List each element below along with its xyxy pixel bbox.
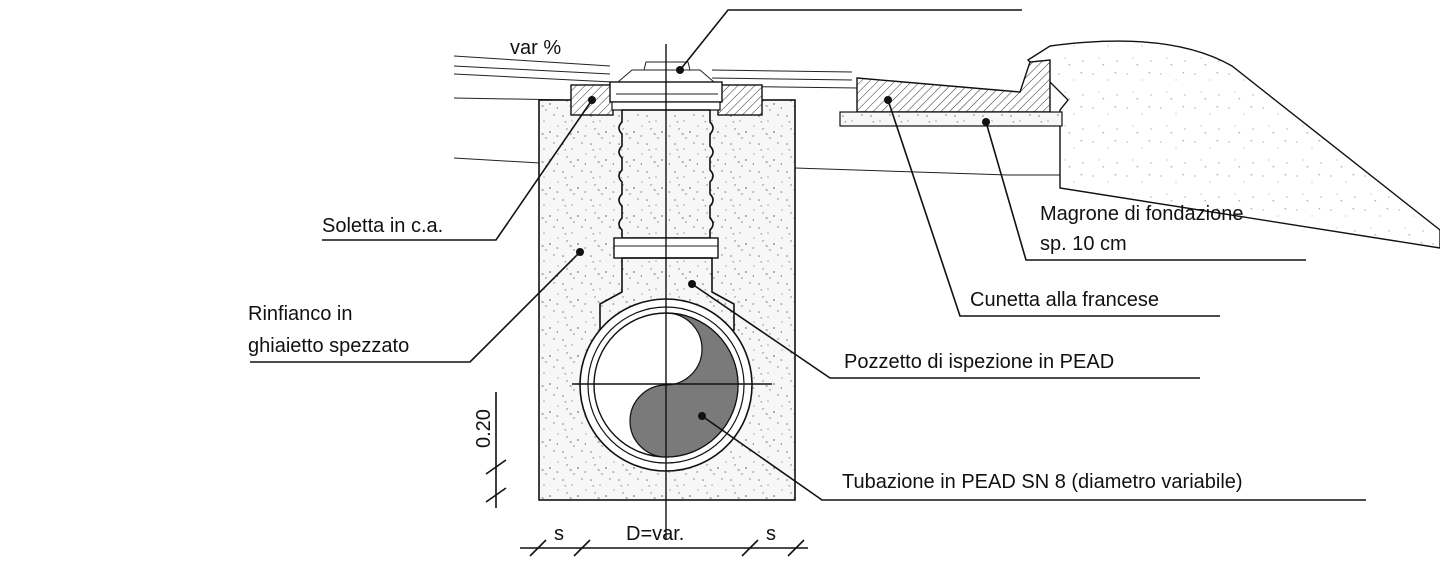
dimension-lines <box>485 392 808 557</box>
cunetta-hatched <box>856 59 1051 113</box>
side-right-dimension-label: s <box>766 523 776 545</box>
pozzetto-label: Pozzetto di ispezione in PEAD <box>844 351 1114 373</box>
soletta-label: Soletta in c.a. <box>322 215 443 237</box>
magrone-label-line1: Magrone di fondazione <box>1040 203 1243 225</box>
leader-lines <box>250 9 1366 501</box>
rinfianco-label-line1: Rinfianco in <box>248 303 353 325</box>
inspection-chamber <box>599 257 735 331</box>
road-pavement <box>453 55 1065 176</box>
cunetta-label: Cunetta alla francese <box>970 289 1159 311</box>
magrone-layer <box>839 111 1063 127</box>
magrone-label-line2: sp. 10 cm <box>1040 233 1127 255</box>
side-left-dimension-label: s <box>554 523 564 545</box>
diameter-dimension-label: D=var. <box>626 523 684 545</box>
rinfianco-label-line2: ghiaietto spezzato <box>248 335 409 357</box>
leader-dots <box>576 66 990 420</box>
slope-label: var % <box>510 37 561 59</box>
tubazione-label: Tubazione in PEAD SN 8 (diametro variabi… <box>842 471 1243 493</box>
flow-level <box>629 312 739 458</box>
height-dimension-label: 0.20 <box>473 409 495 448</box>
axes <box>572 44 772 540</box>
